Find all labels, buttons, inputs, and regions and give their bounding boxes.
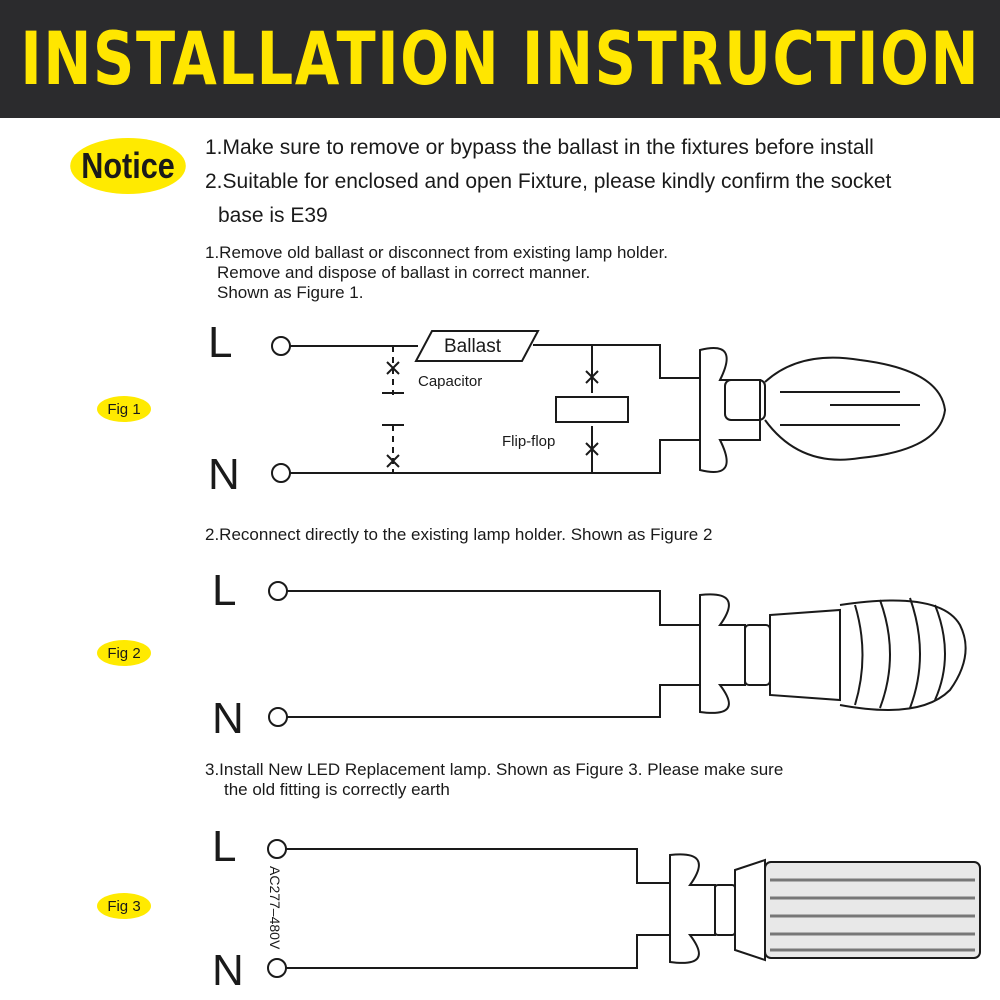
live-terminal	[268, 581, 288, 601]
step-2-line-1: 2.Reconnect directly to the existing lam…	[205, 525, 713, 544]
fig-2-circuit	[268, 581, 967, 727]
fig-3-label: Fig 3	[97, 893, 151, 919]
live-terminal	[267, 839, 287, 859]
cfl-bulb-icon	[699, 593, 967, 714]
hid-bulb-icon	[699, 347, 947, 473]
step-1-line-3: Shown as Figure 1.	[217, 283, 364, 302]
fig-3-circuit: AC277–480V	[267, 839, 981, 978]
led-corn-bulb-icon	[669, 853, 981, 964]
voltage-label: AC277–480V	[267, 866, 283, 950]
fig-2-neutral-label: N	[212, 694, 244, 743]
neutral-terminal	[267, 958, 287, 978]
step-1-line-2: Remove and dispose of ballast in correct…	[217, 263, 591, 282]
fig-3-live-label: L	[212, 822, 237, 871]
fig-1-label: Fig 1	[97, 396, 151, 422]
header-banner: INSTALLATION INSTRUCTION	[0, 0, 1000, 118]
capacitor-label: Capacitor	[418, 373, 482, 390]
fig-1-circuit: Ballast Capacitor Flip-flop	[271, 330, 947, 483]
fig-2-live-label: L	[212, 566, 237, 615]
step-1-line-1: 1.Remove old ballast or disconnect from …	[205, 243, 669, 262]
step-3-line-1: 3.Install New LED Replacement lamp. Show…	[205, 760, 784, 779]
notice-line-3: base is E39	[218, 204, 328, 227]
neutral-terminal	[268, 707, 288, 727]
fig-2-label: Fig 2	[97, 640, 151, 666]
flip-flop-box	[555, 396, 629, 423]
notice-line-1: 1.Make sure to remove or bypass the ball…	[205, 136, 874, 159]
fig-1-live-label: L	[208, 318, 233, 367]
ballast-label: Ballast	[444, 336, 502, 357]
notice-line-2: 2.Suitable for enclosed and open Fixture…	[205, 170, 892, 193]
page-title: INSTALLATION INSTRUCTION	[20, 15, 980, 103]
live-terminal	[271, 336, 291, 356]
notice-badge: Notice	[70, 138, 186, 194]
fig-3-neutral-label: N	[212, 946, 244, 995]
fig-1-neutral-label: N	[208, 450, 240, 499]
flip-flop-label: Flip-flop	[502, 433, 555, 450]
ballast-box	[414, 330, 540, 362]
neutral-terminal	[271, 463, 291, 483]
step-3-line-2: the old fitting is correctly earth	[224, 780, 450, 799]
